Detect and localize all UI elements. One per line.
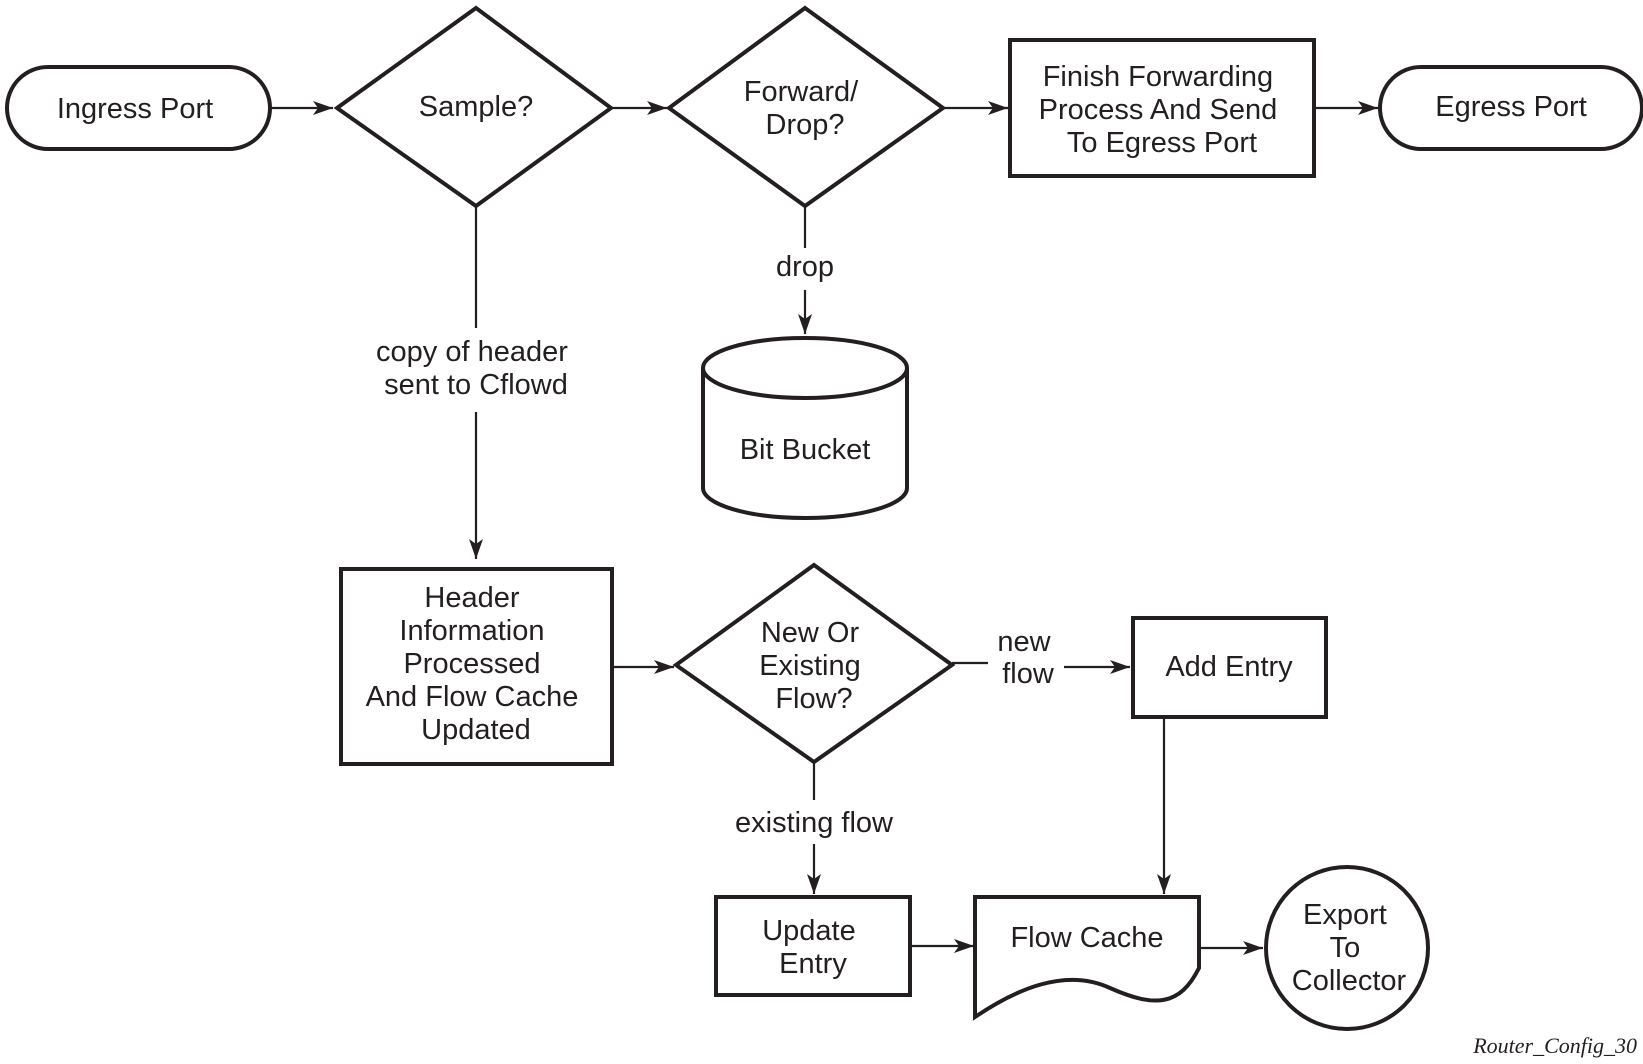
node-flow-cache: Flow Cache — [973, 895, 1201, 1021]
node-egress-port: Egress Port — [1378, 65, 1643, 151]
update-entry-label: Update Entry — [762, 915, 864, 980]
node-add-entry: Add Entry — [1131, 616, 1328, 719]
node-new-or-existing-decision: New Or Existing Flow? — [672, 562, 956, 765]
new-or-existing-label: New Or Existing Flow? — [759, 617, 869, 715]
edge-label-copy-of-header: copy of header sent to Cflowd — [376, 336, 576, 401]
node-finish-forwarding: Finish Forwarding Process And Send To Eg… — [1008, 38, 1316, 178]
edge-label-new-flow: new flow — [997, 626, 1058, 690]
node-header-processed: Header Information Processed And Flow Ca… — [339, 567, 614, 766]
node-export-collector: Export To Collector — [1264, 865, 1430, 1031]
add-entry-label: Add Entry — [1165, 651, 1293, 683]
ingress-port-label: Ingress Port — [57, 93, 213, 125]
node-bit-bucket: Bit Bucket — [701, 336, 909, 520]
node-forward-drop-decision: Forward/ Drop? — [665, 5, 947, 209]
connectors — [270, 101, 1378, 955]
node-update-entry: Update Entry — [714, 895, 912, 997]
node-ingress-port: Ingress Port — [5, 65, 272, 151]
node-sample-decision: Sample? — [333, 5, 615, 209]
finish-forwarding-label: Finish Forwarding Process And Send To Eg… — [1039, 61, 1286, 159]
export-collector-label: Export To Collector — [1292, 899, 1407, 997]
header-processed-label: Header Information Processed And Flow Ca… — [366, 582, 587, 746]
egress-port-label: Egress Port — [1435, 91, 1587, 123]
edge-label-existing-flow: existing flow — [735, 807, 894, 839]
forward-drop-label: Forward/ Drop? — [744, 76, 866, 141]
bit-bucket-label: Bit Bucket — [740, 434, 871, 466]
flow-cache-label: Flow Cache — [1010, 922, 1163, 954]
edge-label-drop: drop — [776, 251, 834, 283]
figure-caption: Router_Config_30 — [1472, 1033, 1637, 1058]
sample-label: Sample? — [419, 91, 533, 123]
